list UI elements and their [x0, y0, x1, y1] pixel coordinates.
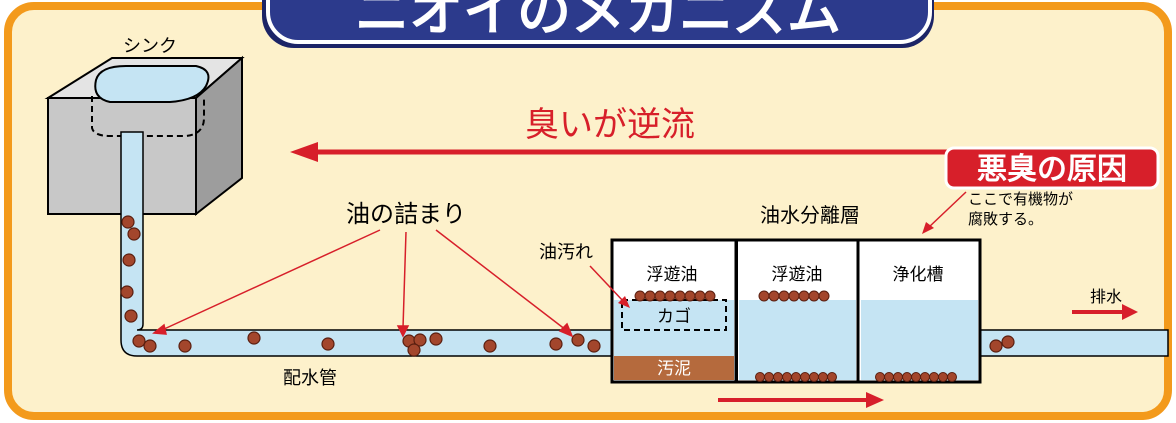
- oil-dirt-label: 油汚れ: [539, 242, 593, 263]
- drain-pipe-label: 配水管: [283, 368, 337, 389]
- oil-clog-balls: [120, 215, 1015, 357]
- floating-oil-label-2: 浮遊油: [772, 265, 823, 285]
- flow-arrow: [718, 392, 884, 408]
- purification-tank-label: 浄化槽: [893, 265, 944, 285]
- floating-oil-label-1: 浮遊油: [647, 265, 698, 285]
- discharge-arrow: 排水: [1072, 287, 1138, 320]
- odor-cause-badge: 悪臭の原因 ここで有機物が 腐敗する。: [922, 146, 1160, 234]
- sink-label: シンク: [123, 36, 177, 57]
- discharge-label: 排水: [1090, 287, 1122, 306]
- title-banner: ニオイのメカニズム: [262, 0, 934, 48]
- sludge-label: 汚泥: [657, 359, 691, 379]
- basket: [621, 299, 727, 331]
- oil-water-separator: 浮遊油 浮遊油 浄化槽 カゴ 汚泥: [610, 238, 982, 384]
- basket-label: カゴ: [657, 306, 691, 327]
- diagram-title: ニオイのメカニズム: [355, 0, 841, 43]
- backflow-label: 臭いが逆流: [525, 105, 695, 145]
- cause-note-line1: ここで有機物が: [968, 190, 1073, 208]
- oil-clog-label: 油の詰まり: [346, 200, 466, 228]
- oil-dirt-callout: 油汚れ: [539, 242, 630, 308]
- separator-label: 油水分離層: [760, 203, 860, 227]
- odor-cause-label: 悪臭の原因: [977, 152, 1127, 187]
- cause-note-line2: 腐敗する。: [968, 210, 1043, 228]
- oil-clog-callout: 油の詰まり: [152, 200, 574, 338]
- backflow-arrow: 臭いが逆流: [290, 105, 950, 162]
- sludge-layer: [614, 356, 734, 380]
